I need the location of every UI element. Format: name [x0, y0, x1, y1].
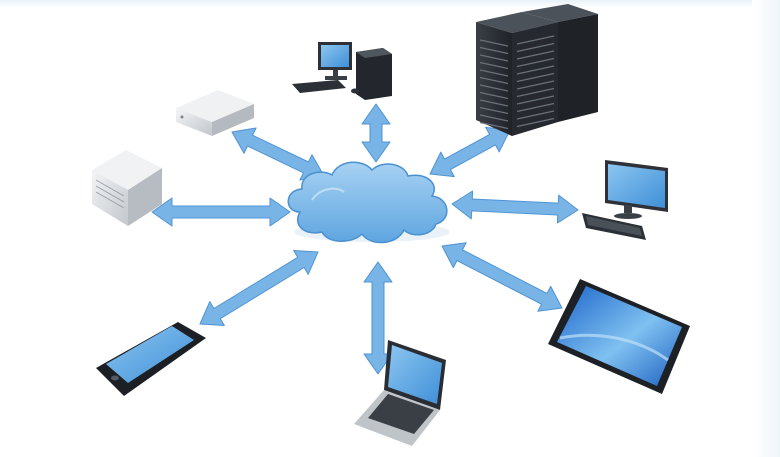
rack-slot	[516, 57, 555, 68]
arrow-smartphone	[199, 250, 319, 326]
rack-slot	[479, 46, 509, 55]
rack-slot	[516, 50, 555, 60]
rack-slot	[516, 65, 555, 75]
arrow-laptop	[363, 261, 393, 375]
rack-slot	[516, 102, 555, 113]
arrow-tablet	[441, 242, 563, 312]
rack-slot	[516, 72, 555, 83]
rack-slot	[516, 110, 555, 120]
arrow-tower-server	[151, 197, 291, 227]
server-rack-icon	[476, 4, 598, 136]
desktop-pc-icon	[292, 42, 392, 100]
rack-slot	[516, 35, 555, 45]
rack-slot	[479, 69, 509, 77]
smartphone-icon	[96, 322, 206, 396]
monitor-keyboard-icon	[582, 160, 668, 240]
rack-slot	[479, 91, 509, 100]
rack-slot	[479, 121, 509, 130]
rack-slot	[479, 61, 509, 70]
arrow-monitor-keyboard	[451, 190, 579, 224]
rack-slot	[516, 87, 555, 98]
cloud-icon	[287, 161, 450, 244]
rack-slot	[516, 117, 555, 128]
rack-slot	[516, 80, 555, 90]
rack-slot	[479, 76, 509, 85]
arrow-server-rack	[429, 126, 511, 178]
rack-slot	[479, 114, 509, 122]
rack-slot	[479, 39, 509, 47]
laptop-icon	[354, 340, 446, 446]
tower-server-icon	[92, 150, 162, 226]
rack-slot	[479, 99, 509, 107]
rack-slot	[479, 54, 509, 62]
rack-slot	[516, 95, 555, 105]
rack-slot	[479, 84, 509, 92]
rack-slot	[479, 106, 509, 115]
rack-slot	[516, 42, 555, 53]
tablet-icon	[548, 279, 690, 394]
arrow-desktop-pc	[361, 103, 391, 163]
network-appliance-icon	[176, 90, 254, 136]
arrow-network-appliance	[231, 127, 325, 181]
